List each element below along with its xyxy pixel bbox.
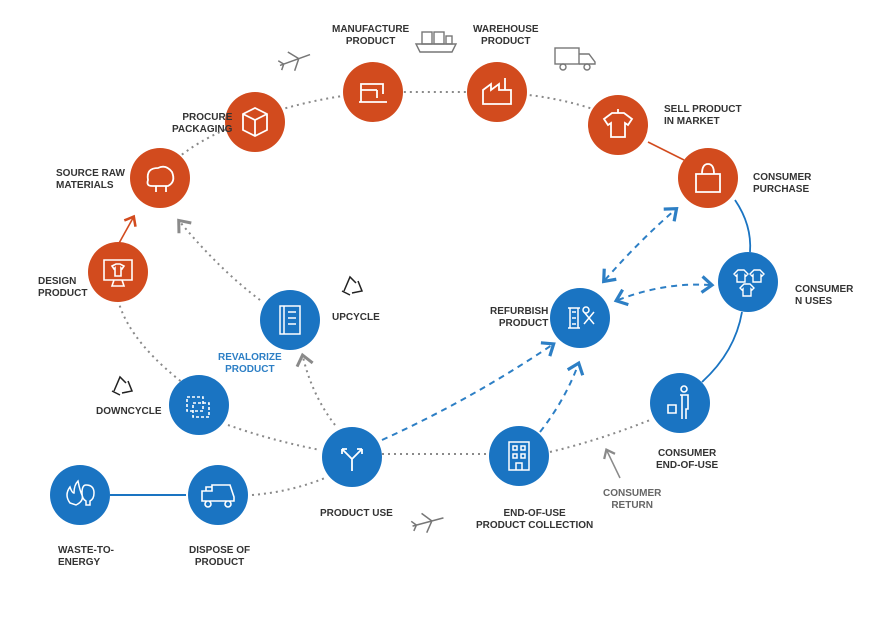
shirts-icon <box>733 269 765 297</box>
node-collection <box>489 426 549 486</box>
node-design <box>88 242 148 302</box>
factory-icon <box>482 78 512 105</box>
node-warehouse <box>467 62 527 122</box>
design-source-link <box>117 214 137 246</box>
box-icon <box>242 106 268 138</box>
sewing-machine-icon <box>359 83 387 103</box>
monitor-shirt-icon <box>103 259 133 287</box>
nuses-endofuse-link <box>701 311 743 383</box>
node-dispose <box>188 465 248 525</box>
label-downcycle: DOWNCYCLE <box>96 406 162 417</box>
node-waste-energy <box>50 465 110 525</box>
split-arrows-icon <box>341 448 363 471</box>
node-end-of-use <box>650 373 710 433</box>
node-manufacture <box>343 62 403 122</box>
downcycle-recycle-icon <box>111 375 134 396</box>
dispose-productuse-path <box>251 477 326 496</box>
node-source-raw <box>130 148 190 208</box>
productuse-upcycle-path <box>295 352 336 426</box>
consumer-return-arrow <box>603 448 621 479</box>
productuse-refurbish-dashed <box>381 341 556 441</box>
plane-icon-bottom <box>410 512 444 533</box>
node-purchase <box>678 148 738 208</box>
label-waste-energy: WASTE-TO-ENERGY <box>58 545 114 568</box>
flame-bulb-icon <box>66 479 95 506</box>
node-refurbish <box>550 288 610 348</box>
label-product-use: PRODUCT USE <box>320 508 393 519</box>
collection-endofuse-path <box>549 419 651 453</box>
upcycle-recycle-icon <box>341 275 364 296</box>
node-n-uses <box>718 252 778 312</box>
downcycle-productuse-path <box>227 424 321 451</box>
plane-icon-top <box>277 51 311 72</box>
shopping-bag-icon <box>695 163 721 193</box>
purchase-nuses-link <box>734 199 752 253</box>
node-upcycle <box>260 290 320 350</box>
thread-scissors-icon <box>568 306 595 329</box>
label-upcycle: UPCYCLE <box>332 312 380 323</box>
sell-purchase-link <box>647 141 685 161</box>
truck-icon <box>554 47 596 71</box>
fabric-roll-icon <box>279 305 301 335</box>
sheep-icon <box>146 165 175 192</box>
upcycle-source-path <box>177 218 261 301</box>
person-discard-icon <box>667 385 689 419</box>
node-downcycle <box>169 375 229 435</box>
design-downcycle-path <box>117 299 196 393</box>
shirt-tag-icon <box>602 109 634 138</box>
refurbish-purchase-dashed <box>601 207 679 284</box>
node-product-use <box>322 427 382 487</box>
node-procure <box>225 92 285 152</box>
ship-icon <box>414 31 458 53</box>
loop-dotted-path <box>159 91 621 176</box>
refurbish-nuses-dashed <box>613 275 715 307</box>
fabric-scraps-icon <box>186 396 210 418</box>
dump-truck-icon <box>201 484 235 508</box>
building-icon <box>508 441 530 471</box>
node-sell <box>588 95 648 155</box>
collection-refurbish-dashed <box>539 360 585 433</box>
